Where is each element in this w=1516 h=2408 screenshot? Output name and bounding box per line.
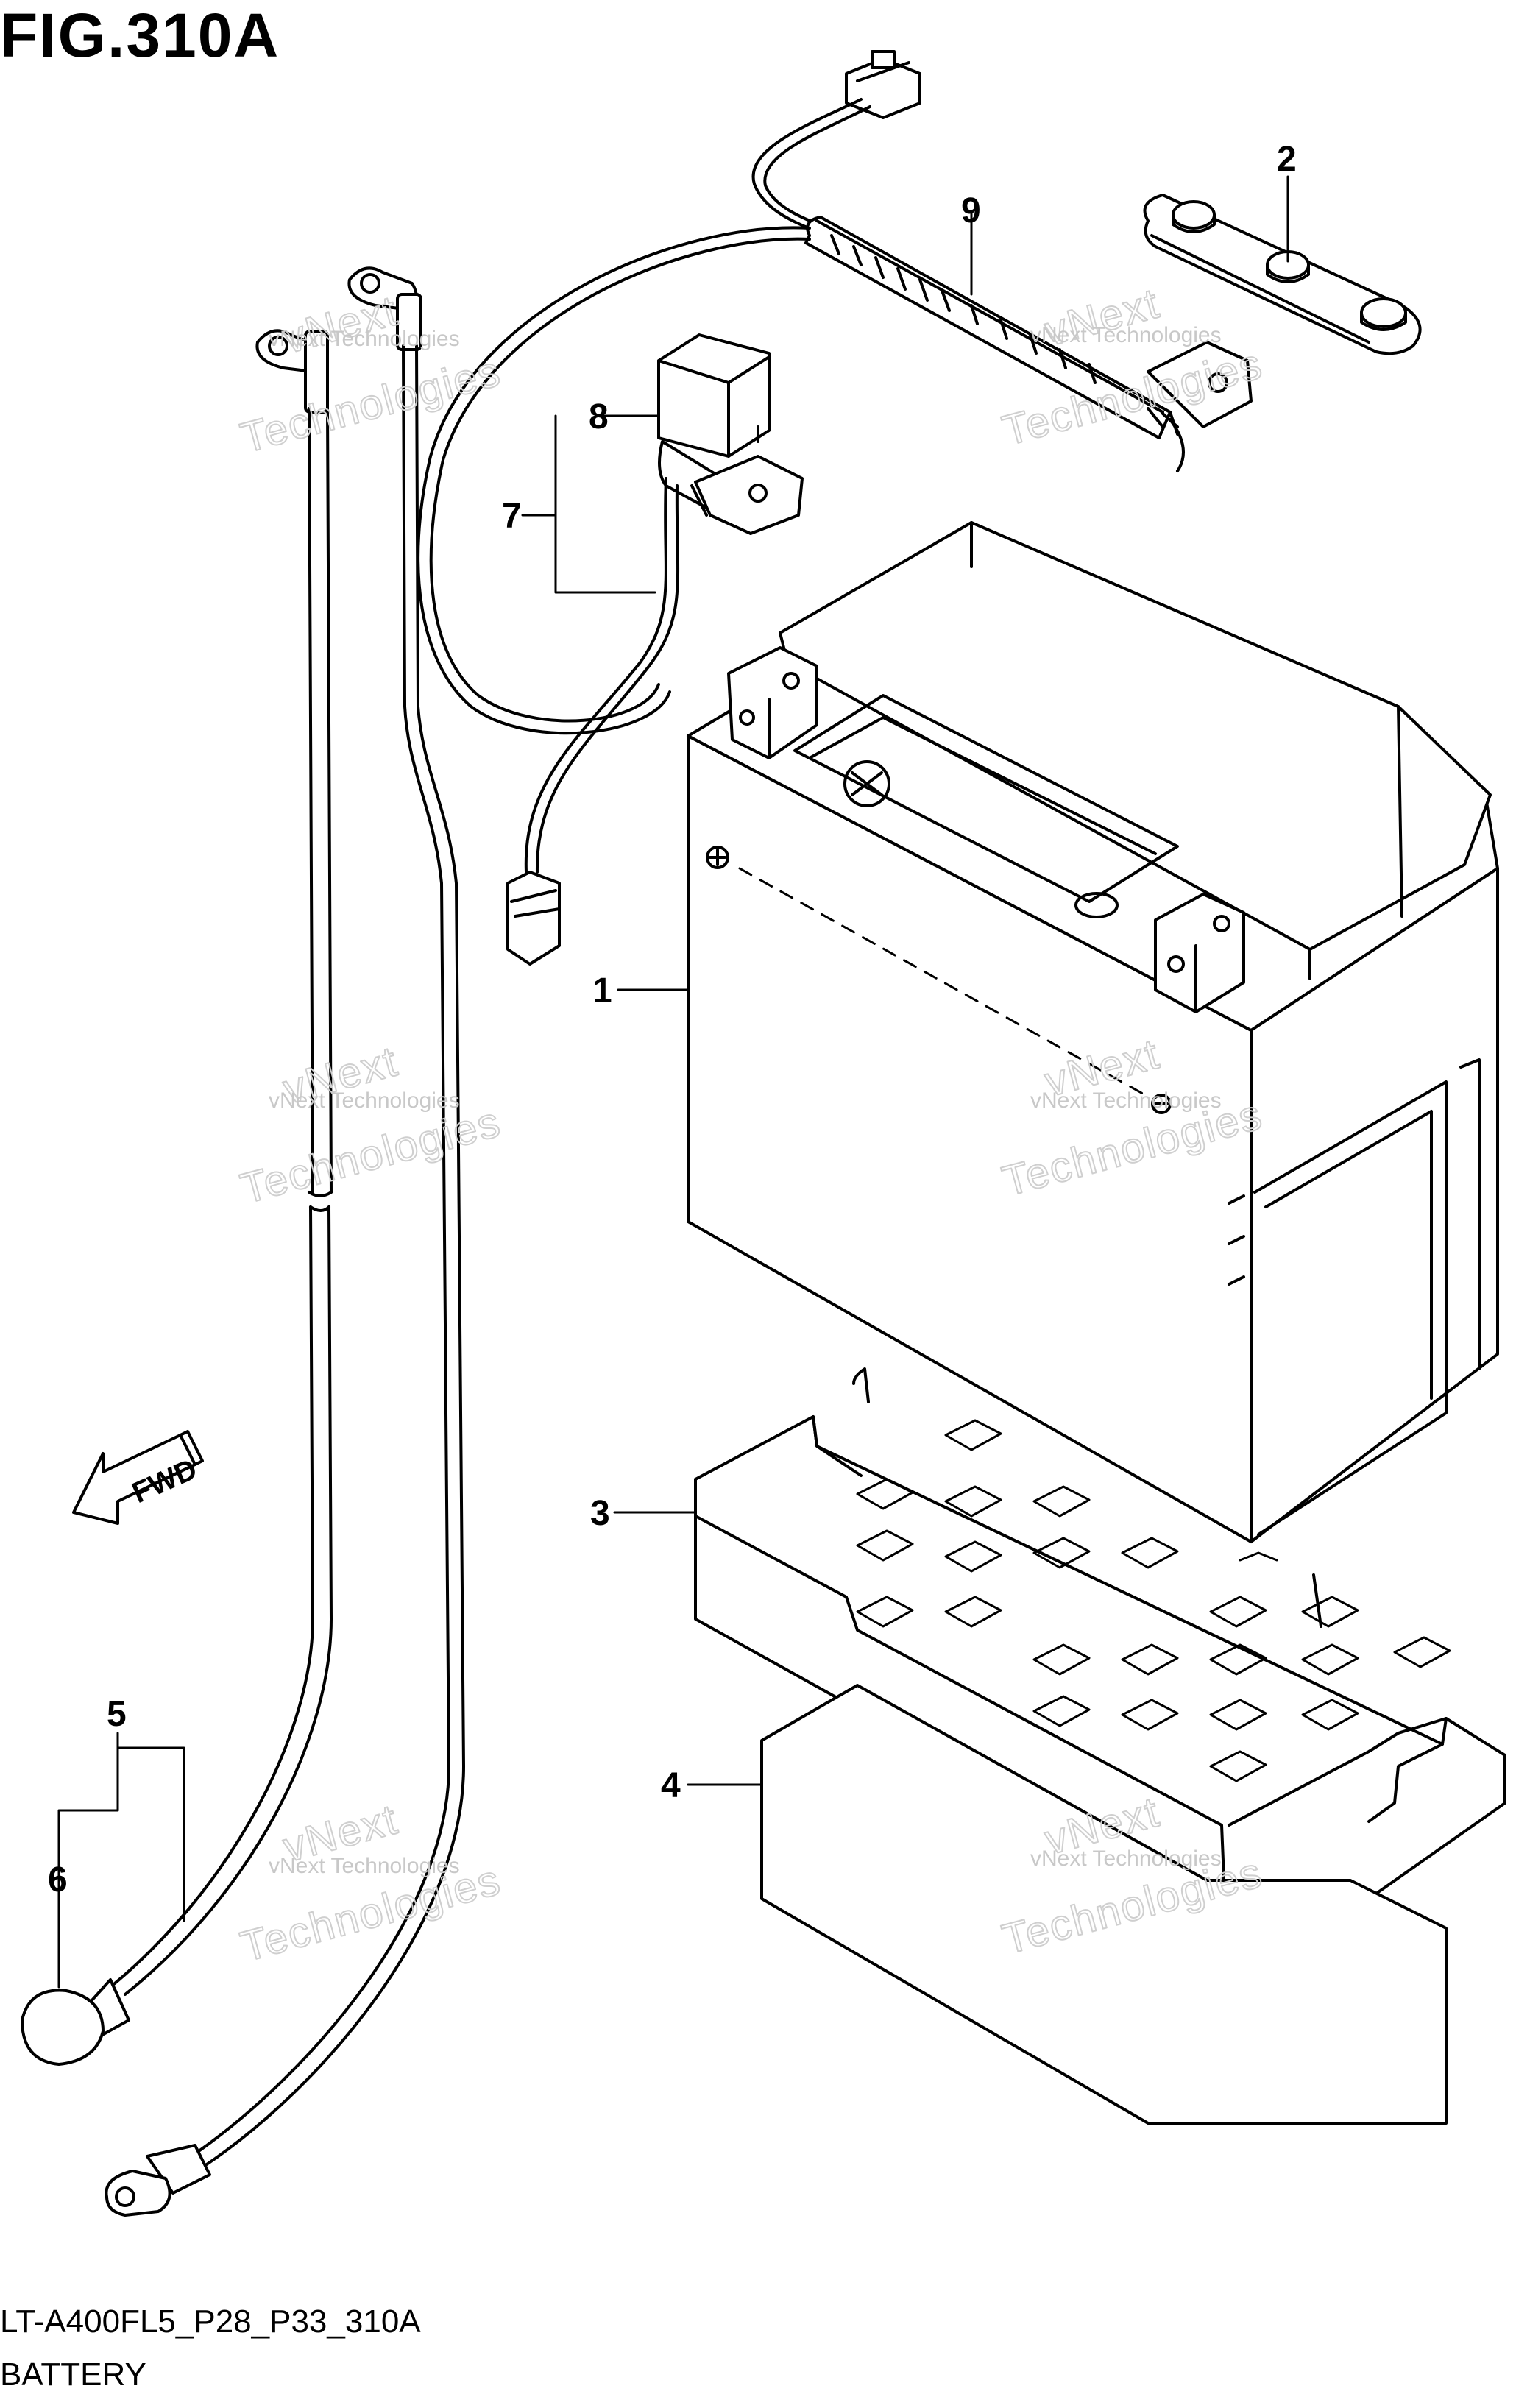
svg-text:vNext: vNext (278, 286, 403, 363)
figure-name: BATTERY (0, 2356, 146, 2393)
callout-1: 1 (592, 971, 612, 1010)
watermark-1: vNext Technologies vNext Technologies (235, 286, 506, 463)
forward-arrow-icon: FWD (72, 1430, 204, 1525)
svg-text:vNext Technologies: vNext Technologies (269, 1854, 460, 1878)
callout-5: 5 (107, 1695, 127, 1734)
callout-6: 6 (48, 1860, 68, 1899)
callout-4: 4 (661, 1766, 681, 1805)
svg-text:vNext Technologies: vNext Technologies (1030, 1088, 1222, 1113)
callout-9: 9 (961, 191, 981, 230)
battery-cover-strap (1143, 194, 1422, 355)
svg-text:Technologies: Technologies (235, 1097, 506, 1213)
watermark-3: vNext Technologies vNext Technologies (235, 1036, 506, 1214)
battery-cable-assembly (21, 266, 465, 2217)
watermark-5: vNext Technologies vNext Technologies (235, 1794, 506, 1972)
battery-pad (760, 1684, 1448, 2125)
svg-text:vNext Technologies: vNext Technologies (269, 327, 460, 351)
svg-text:vNext Technologies: vNext Technologies (1030, 1846, 1222, 1871)
fuse-holder-harness (417, 50, 1253, 735)
figure-code: LT-A400FL5_P28_P33_310A (0, 2303, 421, 2340)
callout-2: 2 (1277, 140, 1297, 179)
svg-text:vNext Technologies: vNext Technologies (1030, 323, 1222, 347)
battery (687, 521, 1499, 1543)
callout-7: 7 (502, 497, 522, 536)
battery-tray (694, 1367, 1506, 1915)
callout-3: 3 (590, 1494, 610, 1533)
figure-title: FIG.310A (0, 1, 280, 70)
callout-numbers: 1 2 3 4 5 6 7 8 9 (48, 140, 1297, 1899)
callout-leaders (57, 175, 1289, 1989)
svg-text:vNext Technologies: vNext Technologies (269, 1088, 460, 1113)
callout-8: 8 (589, 397, 609, 436)
relay-assembly (506, 333, 804, 966)
